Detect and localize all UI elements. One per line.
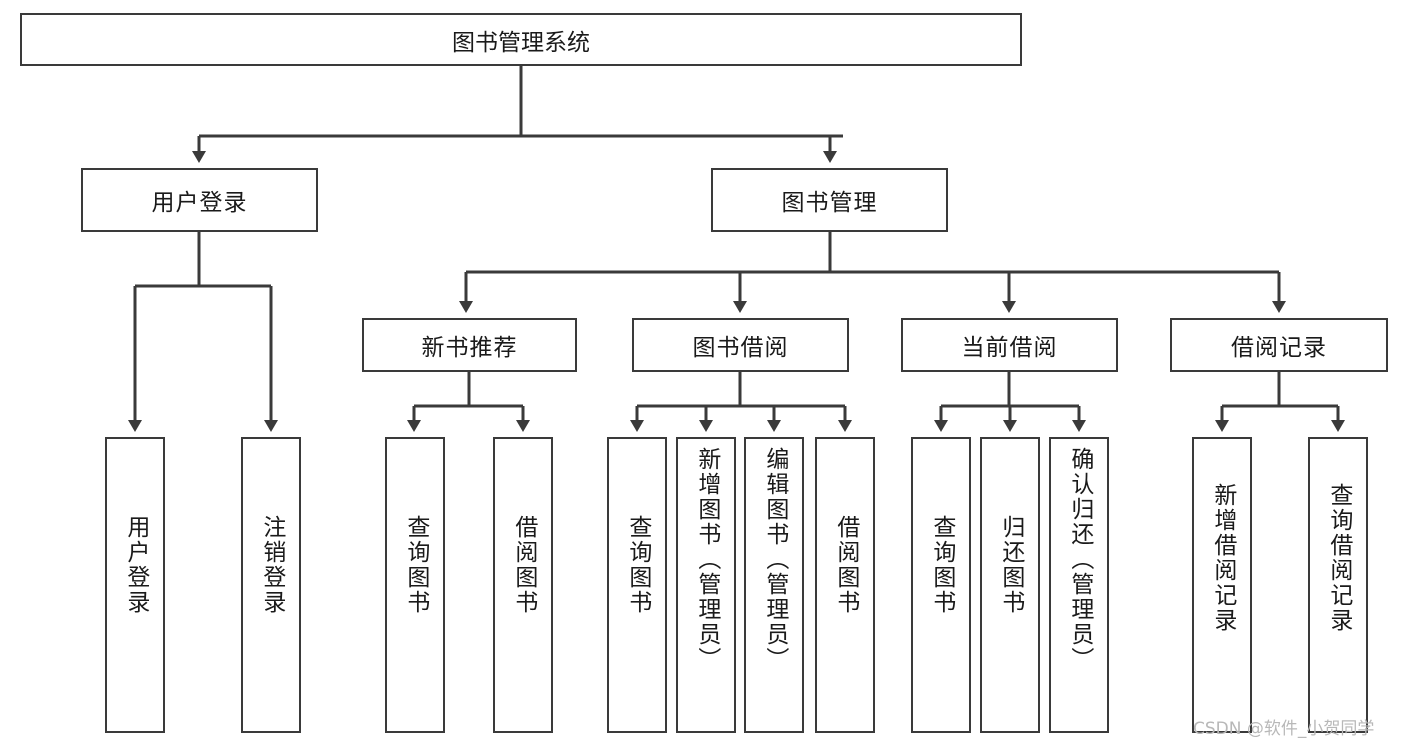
- leaf-confirm-return-admin-label: 确认归还（管理员）: [1066, 447, 1093, 672]
- node-user-login-label: 用户登录: [151, 190, 248, 216]
- watermark-text: CSDN @软件_小贺同学: [1193, 719, 1375, 739]
- leaf-query-book-recommend[interactable]: 查询图书: [385, 437, 445, 733]
- leaf-borrow-book[interactable]: 借阅图书: [815, 437, 875, 733]
- leaf-query-borrow-record[interactable]: 查询借阅记录: [1308, 437, 1368, 733]
- node-book-borrow[interactable]: 图书借阅: [632, 318, 849, 372]
- leaf-borrow-book-label: 借阅图书: [832, 515, 859, 615]
- node-borrow-record[interactable]: 借阅记录: [1170, 318, 1388, 372]
- node-borrow-record-label: 借阅记录: [1231, 335, 1327, 361]
- node-root[interactable]: 图书管理系统: [20, 13, 1022, 66]
- leaf-edit-book-admin[interactable]: 编辑图书（管理员）: [744, 437, 804, 733]
- node-book-management[interactable]: 图书管理: [711, 168, 948, 232]
- leaf-borrow-book-recommend-label: 借阅图书: [510, 515, 537, 615]
- node-root-label: 图书管理系统: [452, 29, 590, 56]
- node-new-book-recommendation-label: 新书推荐: [421, 335, 518, 361]
- leaf-add-borrow-record[interactable]: 新增借阅记录: [1192, 437, 1252, 733]
- leaf-query-book-recommend-label: 查询图书: [402, 515, 429, 615]
- leaf-return-book[interactable]: 归还图书: [980, 437, 1040, 733]
- leaf-borrow-book-recommend[interactable]: 借阅图书: [493, 437, 553, 733]
- leaf-return-book-label: 归还图书: [997, 515, 1024, 615]
- node-new-book-recommendation[interactable]: 新书推荐: [362, 318, 577, 372]
- node-book-borrow-label: 图书借阅: [692, 335, 789, 361]
- leaf-logout-label: 注销登录: [258, 515, 285, 615]
- leaf-add-book-admin-label: 新增图书（管理员）: [693, 447, 720, 672]
- node-current-borrow-label: 当前借阅: [961, 335, 1058, 361]
- leaf-logout[interactable]: 注销登录: [241, 437, 301, 733]
- leaf-confirm-return-admin[interactable]: 确认归还（管理员）: [1049, 437, 1109, 733]
- leaf-add-book-admin[interactable]: 新增图书（管理员）: [676, 437, 736, 733]
- leaf-user-login[interactable]: 用户登录: [105, 437, 165, 733]
- node-current-borrow[interactable]: 当前借阅: [901, 318, 1118, 372]
- leaf-add-borrow-record-label: 新增借阅记录: [1209, 483, 1236, 633]
- leaf-query-book[interactable]: 查询图书: [607, 437, 667, 733]
- leaf-query-borrow-record-label: 查询借阅记录: [1325, 483, 1352, 633]
- leaf-edit-book-admin-label: 编辑图书（管理员）: [761, 447, 788, 672]
- leaf-query-book-current-label: 查询图书: [928, 515, 955, 615]
- leaf-query-book-label: 查询图书: [624, 515, 651, 615]
- node-book-management-label: 图书管理: [781, 190, 878, 216]
- leaf-query-book-current[interactable]: 查询图书: [911, 437, 971, 733]
- leaf-user-login-label: 用户登录: [122, 515, 149, 615]
- node-user-login[interactable]: 用户登录: [81, 168, 318, 232]
